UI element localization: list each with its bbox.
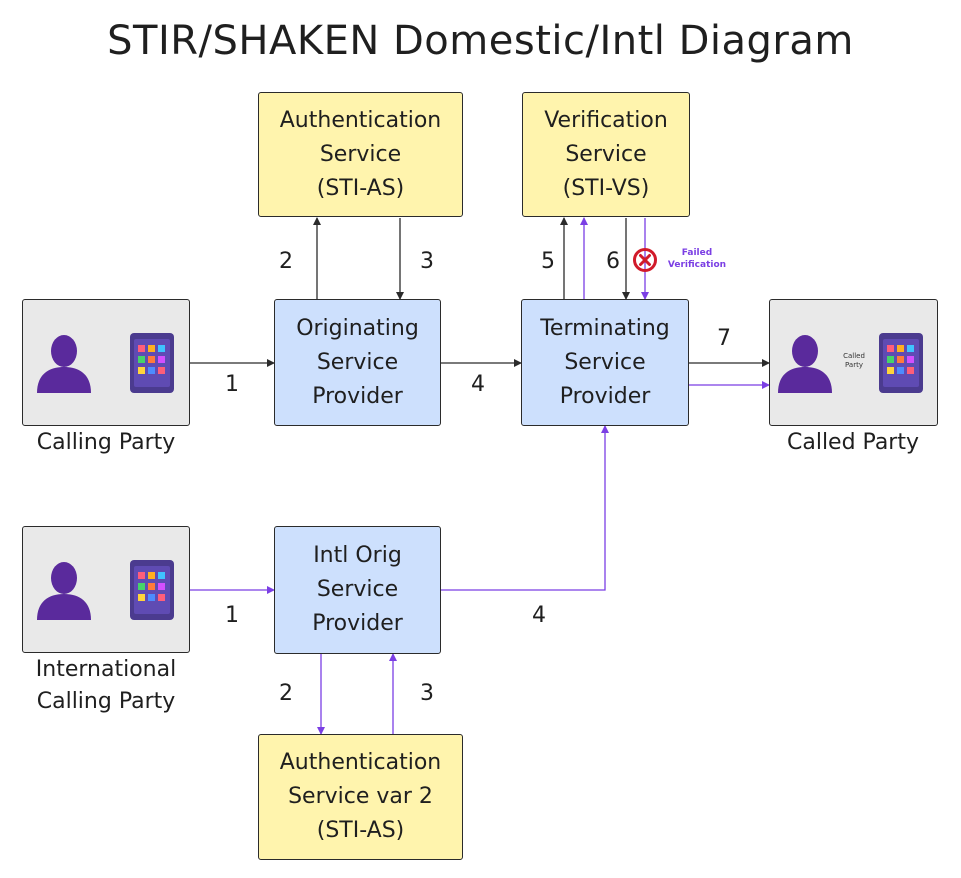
- person-icon: [778, 335, 832, 393]
- intl-calling-party-caption: International Calling Party: [35, 657, 177, 714]
- calling-party-caption: Calling Party: [36, 430, 176, 455]
- step-label: 2: [279, 249, 293, 274]
- diagram-title: STIR/SHAKEN Domestic/Intl Diagram: [107, 18, 854, 64]
- originating-service-provider-box: Originating Service Provider: [274, 299, 441, 426]
- authentication-service-label: Authentication Service (STI-AS): [279, 107, 442, 201]
- step-label: 7: [717, 326, 731, 351]
- person-icon: [37, 335, 91, 393]
- called-party-inner-label: Called Party: [843, 352, 865, 369]
- failed-verification-label: Failed Verification: [667, 248, 727, 270]
- verification-service-label: Verification Service (STI-VS): [544, 107, 668, 201]
- authentication-service-var2-label: Authentication Service var 2 (STI-AS): [279, 750, 442, 843]
- step-label: 1: [225, 603, 239, 628]
- authentication-service-var2-box: Authentication Service var 2 (STI-AS): [258, 734, 463, 860]
- phone-app-icon: [130, 333, 174, 393]
- step-label: 6: [606, 249, 620, 274]
- failed-x-icon: [633, 248, 657, 272]
- authentication-service-box: Authentication Service (STI-AS): [258, 92, 463, 217]
- verification-service-box: Verification Service (STI-VS): [522, 92, 690, 217]
- originating-service-provider-label: Originating Service Provider: [296, 315, 419, 409]
- intl-orig-service-provider-label: Intl Orig Service Provider: [312, 543, 403, 636]
- phone-app-icon: [879, 333, 923, 393]
- called-party-caption: Called Party: [786, 430, 919, 455]
- step-label: 3: [420, 681, 434, 706]
- terminating-service-provider-label: Terminating Service Provider: [540, 315, 670, 409]
- arrow-4-intl-orig-to-term: [441, 425, 609, 591]
- step-label: 3: [420, 249, 434, 274]
- phone-app-icon: [130, 560, 174, 620]
- intl-orig-service-provider-box: Intl Orig Service Provider: [274, 526, 441, 654]
- step-label: 1: [225, 372, 239, 397]
- step-label: 2: [279, 681, 293, 706]
- step-label: 5: [541, 249, 555, 274]
- person-icon: [37, 562, 91, 620]
- terminating-service-provider-box: Terminating Service Provider: [521, 299, 689, 426]
- step-label: 4: [471, 372, 485, 397]
- step-label: 4: [532, 603, 546, 628]
